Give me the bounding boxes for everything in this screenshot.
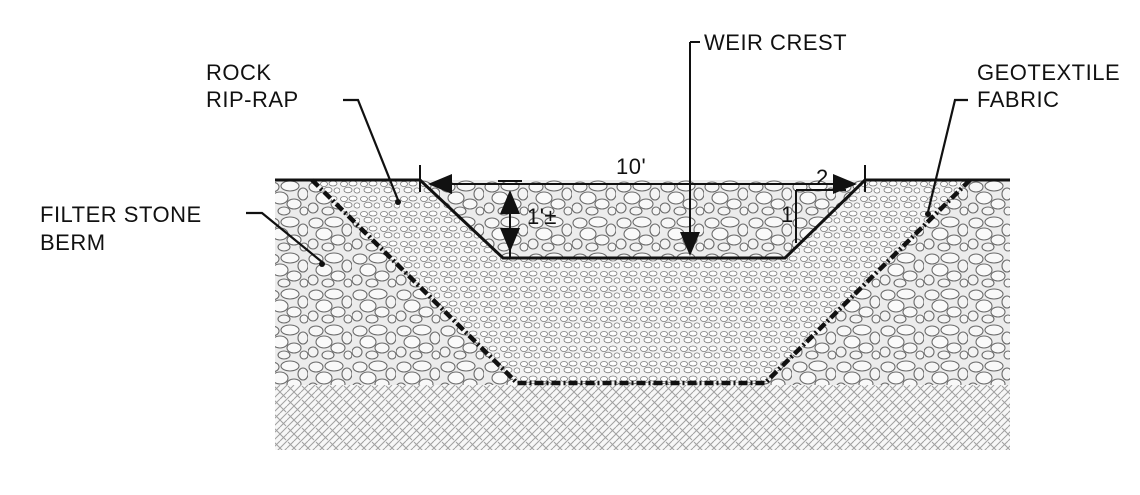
geotextile-fabric-label-line1: GEOTEXTILE [977, 60, 1120, 85]
slope-rise-text: 1 [781, 202, 794, 227]
depth-dimension-text: 1'± [527, 204, 557, 229]
slope-run-text: 2 [816, 165, 829, 190]
geotextile-fabric-label-line2: FABRIC [977, 87, 1059, 112]
width-dimension: 10' [419, 154, 866, 194]
geotextile-fabric-callout: GEOTEXTILE FABRIC [925, 60, 1120, 217]
rock-riprap-label-line2: RIP-RAP [206, 87, 299, 112]
weir-crest-label: WEIR CREST [704, 30, 847, 55]
depth-dimension: 1'± [498, 180, 557, 258]
weir-outline [275, 178, 1010, 260]
slope-indicator: 2 1 [781, 165, 846, 243]
rock-riprap-label-line1: ROCK [206, 60, 272, 85]
filter-stone-berm-label-line2: BERM [40, 230, 106, 255]
weir-crest-callout: WEIR CREST [680, 30, 847, 256]
geotextile-fabric-line [310, 178, 972, 386]
width-dimension-text: 10' [616, 154, 646, 179]
filter-stone-berm-callout: FILTER STONE BERM [40, 202, 325, 267]
rock-riprap [312, 180, 970, 383]
rock-riprap-callout: ROCK RIP-RAP [206, 60, 401, 205]
filter-stone-berm-label-line1: FILTER STONE [40, 202, 202, 227]
